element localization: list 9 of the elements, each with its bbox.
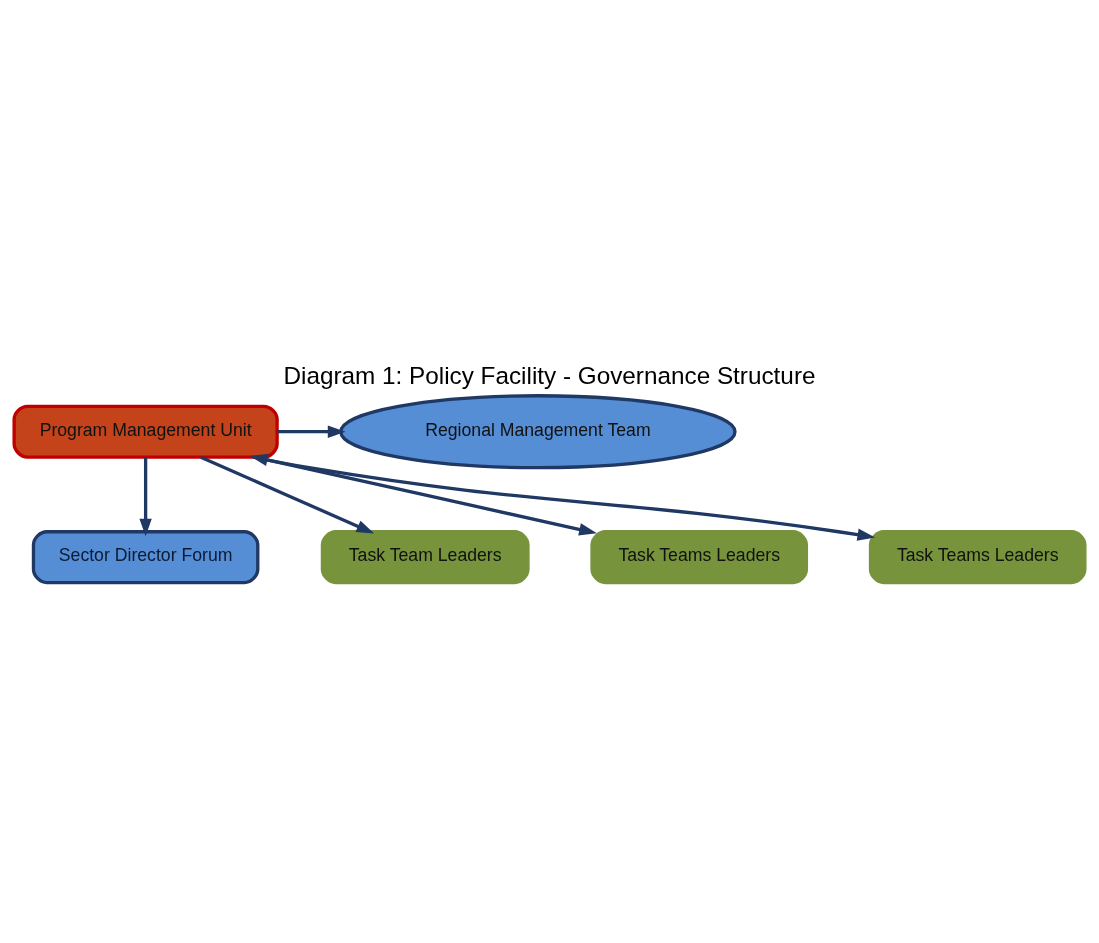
node-box: Sector Director Forum <box>31 530 260 585</box>
diagram-title: Diagram 1: Policy Facility - Governance Structure <box>283 362 816 390</box>
arrow <box>139 457 152 537</box>
node-box: Task Teams Leaders <box>868 530 1087 585</box>
arrow <box>277 425 346 438</box>
node-box: Task Teams Leaders <box>590 530 809 585</box>
node-ellipse: Regional Management Team <box>339 394 737 470</box>
node-box: Task Team Leaders <box>320 530 530 585</box>
node-box: Program Management Unit <box>12 404 279 459</box>
